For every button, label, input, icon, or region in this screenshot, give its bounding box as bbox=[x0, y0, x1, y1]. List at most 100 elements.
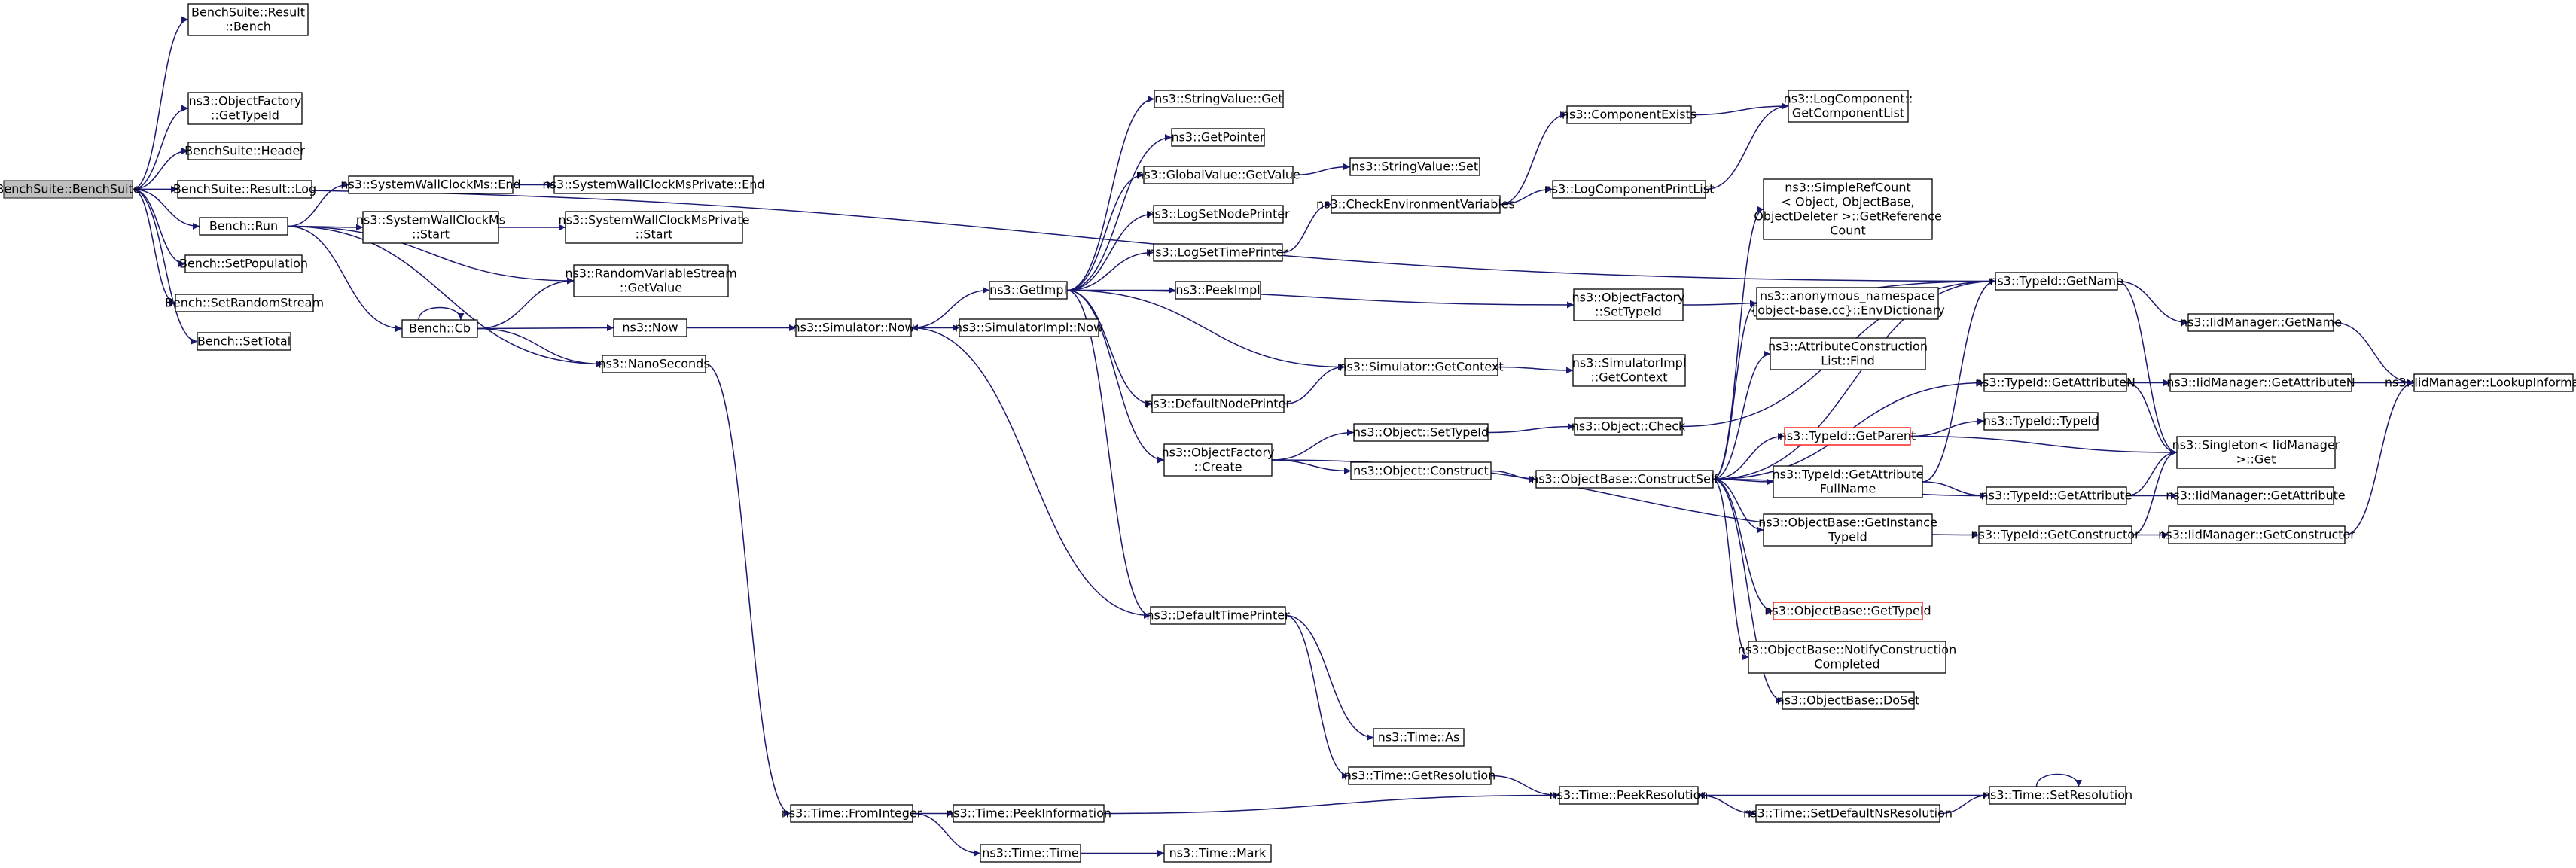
node-ob-gettypeid[interactable]: ns3::ObjectBase::GetTypeId bbox=[1764, 602, 1931, 620]
edge-obj-settypeid-to-obj-check bbox=[1487, 423, 1575, 434]
node-logcomponentprintlist[interactable]: ns3::LogComponentPrintList bbox=[1544, 180, 1715, 199]
node-label: Count bbox=[1830, 224, 1866, 238]
node-peekimpl[interactable]: ns3::PeekImpl bbox=[1175, 281, 1261, 300]
node-bs-header[interactable]: BenchSuite::Header bbox=[184, 142, 305, 160]
node-ob-doset[interactable]: ns3::ObjectBase::DoSet bbox=[1777, 691, 1920, 710]
edge-line bbox=[418, 306, 465, 321]
node-time-setresolution[interactable]: ns3::Time::SetResolution bbox=[1983, 786, 2132, 805]
node-now[interactable]: ns3::Now bbox=[613, 318, 687, 337]
edge-line bbox=[1712, 433, 1785, 480]
node-box bbox=[1763, 513, 1933, 547]
edge-line bbox=[1487, 423, 1575, 434]
node-componentexists[interactable]: ns3::ComponentExists bbox=[1562, 105, 1697, 124]
node-iid-getname[interactable]: ns3::IidManager::GetName bbox=[2180, 313, 2342, 332]
node-swcp-end[interactable]: ns3::SystemWallClockMsPrivate::End bbox=[542, 175, 765, 194]
node-box bbox=[573, 264, 729, 297]
node-swc-end[interactable]: ns3::SystemWallClockMs::End bbox=[340, 175, 521, 194]
node-defaultnodeprinter[interactable]: ns3::DefaultNodePrinter bbox=[1145, 394, 1291, 413]
node-logcomp-getlist[interactable]: ns3::LogComponent::GetComponentList bbox=[1784, 90, 1913, 123]
node-box bbox=[187, 92, 303, 125]
node-time-as[interactable]: ns3::Time::As bbox=[1373, 728, 1465, 747]
node-bench-settotal[interactable]: Bench::SetTotal bbox=[197, 332, 291, 351]
node-typeid-getparent[interactable]: ns3::TypeId::GetParent bbox=[1779, 427, 1916, 446]
edge-line bbox=[1066, 289, 1151, 619]
edge-line bbox=[2333, 321, 2415, 386]
node-label: ns3::ObjectBase::DoSet bbox=[1777, 693, 1920, 708]
node-time-time[interactable]: ns3::Time::Time bbox=[980, 844, 1081, 863]
node-root[interactable]: BenchSuite::BenchSuite bbox=[0, 180, 141, 199]
node-logsetnodeprinter[interactable]: ns3::LogSetNodePrinter bbox=[1147, 205, 1290, 224]
edge-line bbox=[2344, 379, 2415, 536]
edge-line bbox=[1712, 478, 1764, 534]
node-box bbox=[1373, 728, 1465, 747]
node-checkenv[interactable]: ns3::CheckEnvironmentVariables bbox=[1316, 195, 1515, 214]
node-nanoseconds[interactable]: ns3::NanoSeconds bbox=[598, 355, 710, 373]
node-iid-getattributen[interactable]: ns3::IidManager::GetAttributeN bbox=[2166, 373, 2355, 392]
node-label: ns3::SystemWallClockMsPrivate bbox=[559, 213, 750, 227]
node-obj-settypeid[interactable]: ns3::Object::SetTypeId bbox=[1353, 423, 1489, 442]
node-typeid-typeid[interactable]: ns3::TypeId::TypeId bbox=[1983, 412, 2099, 431]
node-box bbox=[1572, 354, 1686, 387]
node-iid-getattribute[interactable]: ns3::IidManager::GetAttribute bbox=[2166, 486, 2346, 505]
node-obj-check[interactable]: ns3::Object::Check bbox=[1572, 417, 1686, 436]
node-iid-lookupinfo[interactable]: ns3::IidManager::LookupInformation bbox=[2385, 373, 2576, 392]
node-of-settypeid[interactable]: ns3::ObjectFactory::SetTypeId bbox=[1572, 288, 1685, 321]
node-getpointer[interactable]: ns3::GetPointer bbox=[1171, 128, 1265, 147]
edge-line bbox=[1939, 792, 1990, 815]
node-bench-run[interactable]: Bench::Run bbox=[199, 217, 288, 236]
node-sim-getcontext[interactable]: ns3::Simulator::GetContext bbox=[1339, 358, 1504, 376]
node-typeid-getattributen[interactable]: ns3::TypeId::GetAttributeN bbox=[1975, 373, 2135, 392]
node-bsr-log[interactable]: BenchSuite::Result::Log bbox=[173, 180, 316, 199]
node-bench-cb[interactable]: Bench::Cb bbox=[401, 319, 478, 338]
edge-line bbox=[1066, 134, 1172, 291]
node-swcp-start[interactable]: ns3::SystemWallClockMsPrivate::Start bbox=[559, 211, 750, 244]
node-getimpl[interactable]: ns3::GetImpl bbox=[989, 281, 1068, 300]
node-sim-now[interactable]: ns3::Simulator::Now bbox=[793, 318, 915, 337]
node-label: ns3::LogComponent:: bbox=[1784, 92, 1913, 106]
node-time-setdefaultns[interactable]: ns3::Time::SetDefaultNsResolution bbox=[1743, 804, 1953, 823]
node-ob-notifyconstr[interactable]: ns3::ObjectBase::NotifyConstructionCompl… bbox=[1738, 641, 1956, 674]
node-box bbox=[2177, 486, 2334, 505]
node-simimpl-getcontext[interactable]: ns3::SimulatorImpl::GetContext bbox=[1572, 354, 1687, 387]
node-typeid-getname[interactable]: ns3::TypeId::GetName bbox=[1989, 272, 2123, 291]
node-defaulttimeprinter[interactable]: ns3::DefaultTimePrinter bbox=[1146, 606, 1290, 625]
node-time-getresolution[interactable]: ns3::Time::GetResolution bbox=[1344, 766, 1496, 785]
node-swc-start[interactable]: ns3::SystemWallClockMs::Start bbox=[356, 211, 505, 244]
node-obj-construct[interactable]: ns3::Object::Construct bbox=[1350, 461, 1492, 480]
node-typeid-getattribute[interactable]: ns3::TypeId::GetAttribute bbox=[1980, 486, 2132, 505]
node-of-create[interactable]: ns3::ObjectFactory::Create bbox=[1162, 443, 1275, 477]
node-bsr-bench[interactable]: BenchSuite::Result::Bench bbox=[187, 3, 309, 36]
node-stringvalue-set[interactable]: ns3::StringValue::Set bbox=[1349, 157, 1480, 176]
edge-line bbox=[477, 277, 575, 330]
node-iid-getconstructor[interactable]: ns3::IidManager::GetConstructor bbox=[2158, 525, 2355, 544]
node-box bbox=[1983, 373, 2127, 392]
edge-layer bbox=[132, 16, 2415, 857]
node-time-frominteger[interactable]: ns3::Time::FromInteger bbox=[782, 804, 922, 823]
node-stringvalue-get[interactable]: ns3::StringValue::Get bbox=[1154, 90, 1284, 108]
node-rvs-getvalue[interactable]: ns3::RandomVariableStream::GetValue bbox=[565, 264, 737, 297]
node-simimpl-now[interactable]: ns3::SimulatorImpl::Now bbox=[955, 318, 1103, 337]
node-time-peekinfo[interactable]: ns3::Time::PeekInformation bbox=[946, 804, 1111, 823]
node-time-peekresolution[interactable]: ns3::Time::PeekResolution bbox=[1549, 786, 1709, 805]
node-of-gettypeid[interactable]: ns3::ObjectFactory::GetTypeId bbox=[187, 92, 303, 125]
node-label: ns3::DefaultNodePrinter bbox=[1145, 397, 1291, 411]
node-bench-setrs[interactable]: Bench::SetRandomStream bbox=[165, 294, 324, 312]
edge-line bbox=[1066, 249, 1154, 291]
node-typeid-getconstructor[interactable]: ns3::TypeId::GetConstructor bbox=[1971, 525, 2140, 544]
node-box bbox=[1784, 427, 1911, 446]
node-gv-getvalue[interactable]: ns3::GlobalValue::GetValue bbox=[1136, 166, 1300, 184]
node-singleton-get[interactable]: ns3::Singleton< IidManager >::Get bbox=[2172, 436, 2340, 469]
node-anon-envdict[interactable]: ns3::anonymous_namespace{object-base.cc}… bbox=[1750, 287, 1945, 320]
node-bench-setpop[interactable]: Bench::SetPopulation bbox=[179, 254, 308, 273]
node-simplerefcount[interactable]: ns3::SimpleRefCount< Object, ObjectBase,… bbox=[1754, 178, 1942, 240]
node-label: ns3::Object::Check bbox=[1572, 419, 1686, 434]
node-box bbox=[1782, 691, 1915, 710]
node-time-mark[interactable]: ns3::Time::Mark bbox=[1163, 844, 1272, 863]
edge-line bbox=[1490, 775, 1560, 799]
edge-getimpl-to-defaulttimeprinter bbox=[1066, 289, 1151, 619]
node-logsettimeprinter[interactable]: ns3::LogSetTimePrinter bbox=[1148, 243, 1288, 262]
node-ob-constructself[interactable]: ns3::ObjectBase::ConstructSelf bbox=[1531, 470, 1718, 489]
